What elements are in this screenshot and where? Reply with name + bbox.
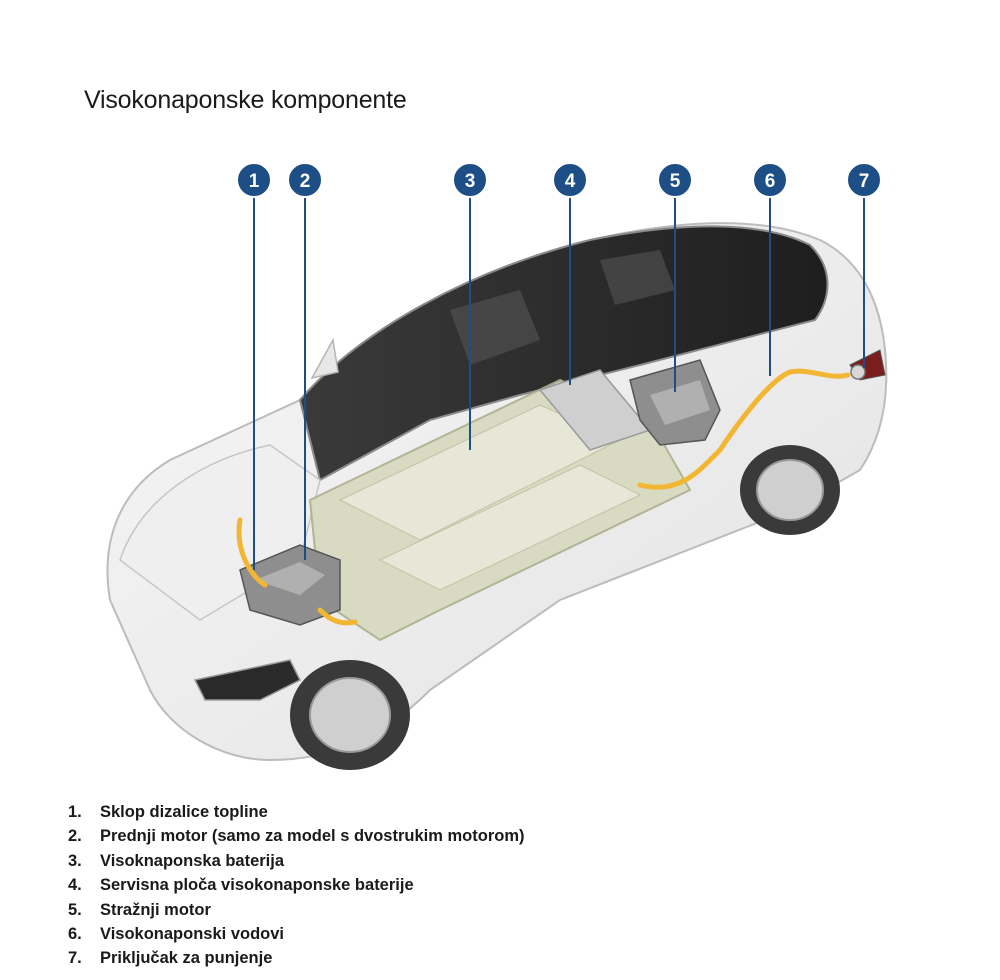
svg-text:5: 5 — [670, 171, 681, 192]
legend-item: 1. Sklop dizalice topline — [68, 800, 524, 824]
legend-label: Sklop dizalice topline — [100, 803, 268, 821]
svg-text:1: 1 — [249, 171, 260, 192]
callout-5: 5 — [657, 162, 693, 198]
svg-text:6: 6 — [765, 171, 776, 192]
headlight — [193, 659, 302, 701]
legend-item: 2. Prednji motor (samo za model s dvostru… — [68, 824, 524, 848]
callout-4: 4 — [552, 162, 588, 198]
page-title: Visokonaponske komponente — [84, 86, 407, 114]
rear-motor — [629, 359, 721, 446]
component-legend: 1. Sklop dizalice topline 2. Prednji motor… — [68, 800, 524, 971]
legend-label: Stražnji motor — [100, 900, 211, 919]
legend-label: Visokonaponski vodovi — [100, 924, 284, 943]
wheels — [290, 445, 840, 770]
legend-label: Visoknaponska baterija — [100, 851, 285, 870]
svg-text:2: 2 — [300, 171, 311, 192]
glass-roof — [298, 225, 829, 482]
front-motor — [239, 544, 341, 626]
legend-item: 3. Visoknaponska baterija — [68, 849, 524, 873]
legend-item: 5. Stražnji motor — [68, 898, 524, 922]
svg-text:4: 4 — [565, 171, 576, 192]
legend-label: Servisna ploča visokonaponske baterije — [100, 876, 414, 895]
legend-number: 2. — [68, 827, 82, 846]
legend-number: 6. — [68, 924, 82, 943]
legend-label: Priključak za punjenje — [100, 949, 273, 968]
callout-7: 7 — [846, 162, 882, 198]
legend-number: 5. — [68, 900, 82, 919]
callout-6: 6 — [752, 162, 788, 198]
leader-lines — [253, 198, 865, 570]
legend-number: 4. — [68, 876, 82, 895]
charge-port — [850, 364, 866, 380]
legend-number: 3. — [68, 851, 82, 870]
legend-label: Prednji motor (samo za model s dvostruki… — [100, 827, 525, 846]
callout-2: 2 — [287, 162, 323, 198]
legend-item: 6. Visokonaponski vodovi — [68, 922, 524, 946]
mirror — [310, 337, 339, 380]
legend-number: 1. — [68, 803, 82, 821]
callout-1: 1 — [236, 162, 272, 198]
svg-text:3: 3 — [465, 171, 476, 192]
callout-3: 3 — [452, 162, 488, 198]
legend-number: 7. — [68, 949, 82, 968]
legend-item: 7. Priključak za punjenje — [68, 946, 524, 970]
vehicle-diagram: 1 2 3 4 5 6 7 — [106, 162, 888, 770]
legend-item: 4. Servisna ploča visokonaponske baterije — [68, 873, 524, 897]
svg-text:7: 7 — [859, 171, 870, 192]
hv-cables — [236, 368, 851, 626]
